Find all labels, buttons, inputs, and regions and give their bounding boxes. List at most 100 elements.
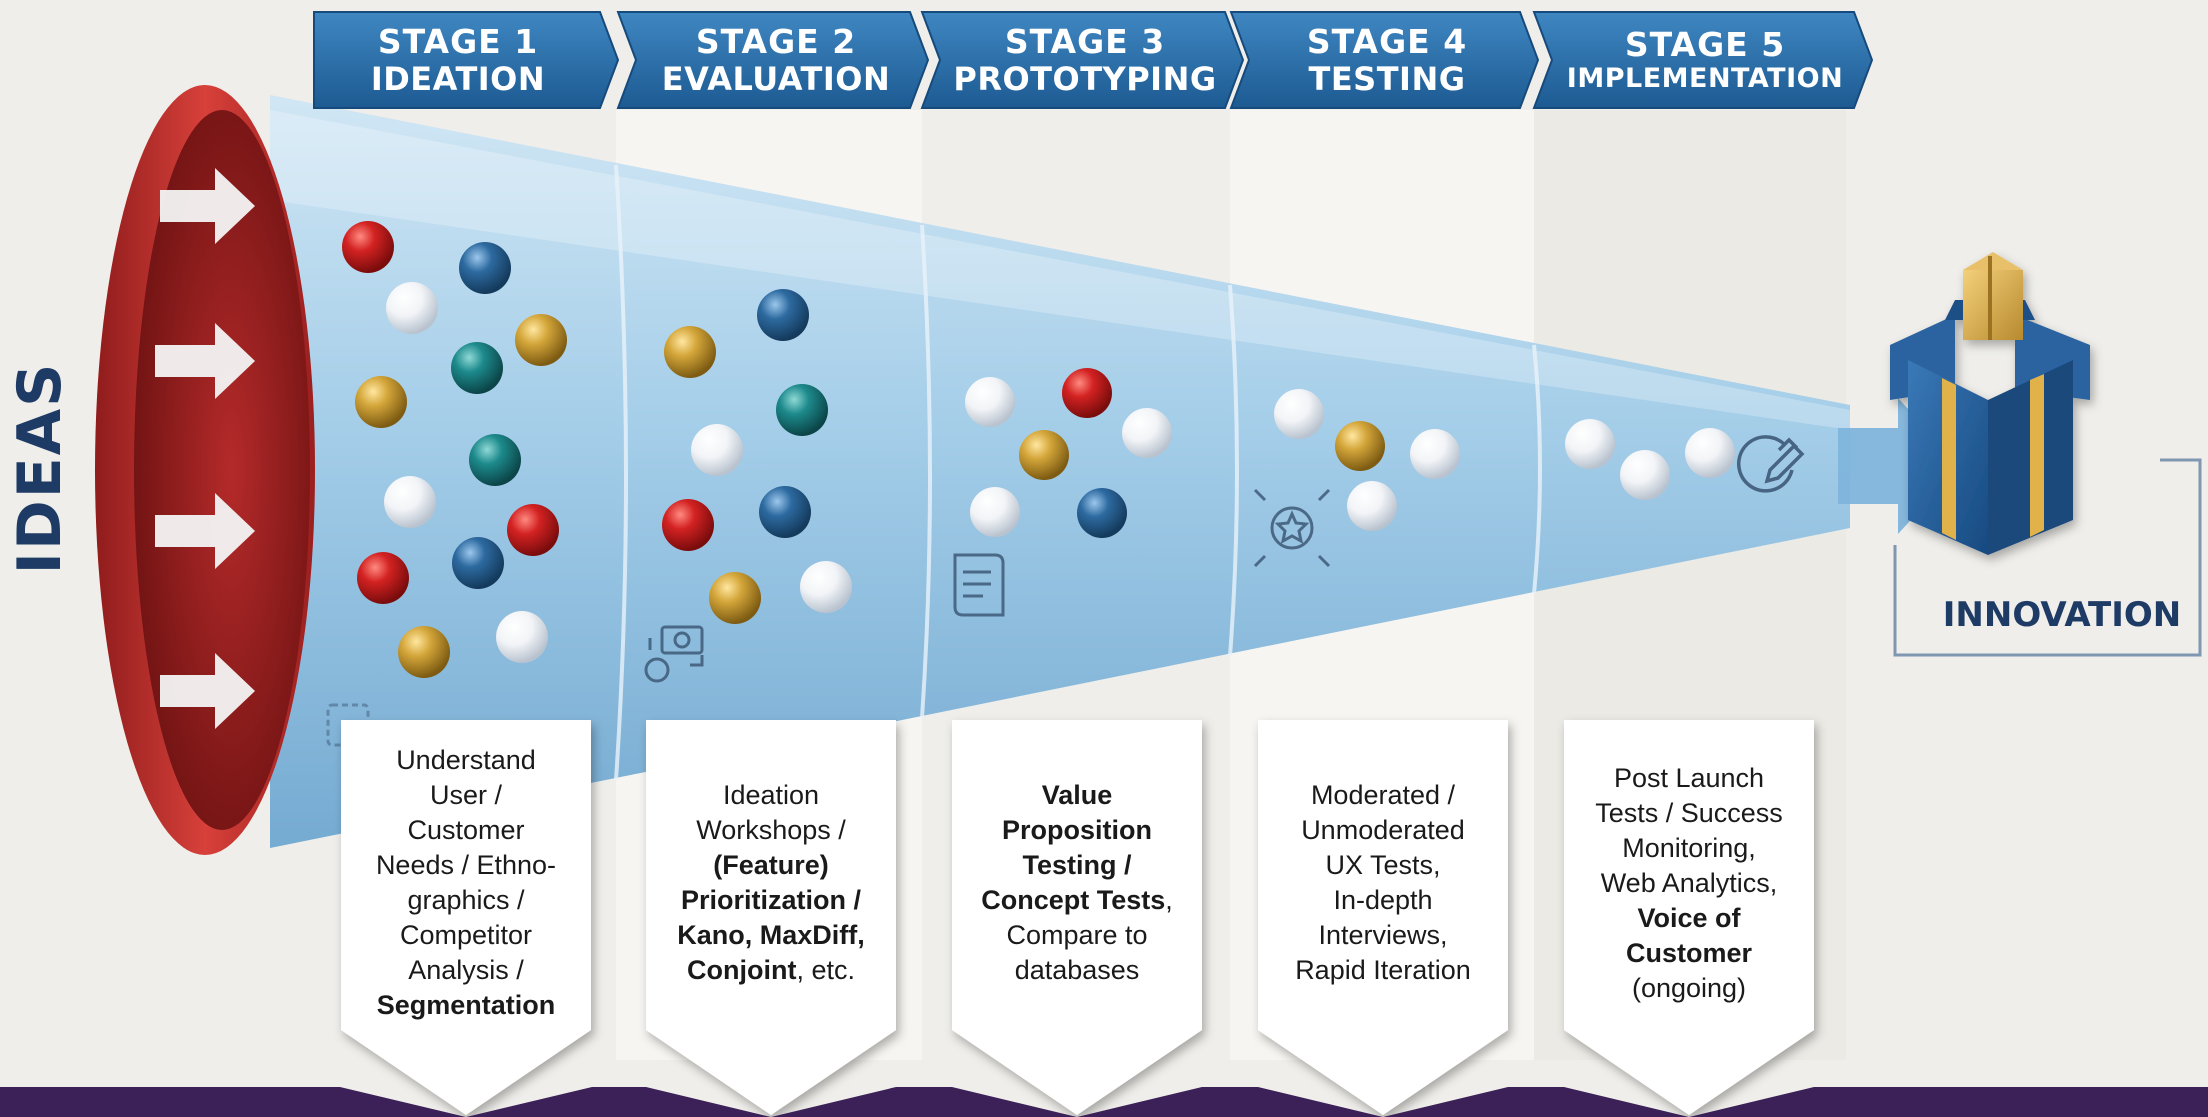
stage-5-name: IMPLEMENTATION [1566, 63, 1844, 95]
card-line: Workshops / [677, 813, 865, 848]
card-line-suffix: , etc. [796, 955, 855, 985]
card-line-text: Proposition [1001, 815, 1152, 845]
idea-ball [496, 611, 548, 663]
idea-ball [507, 504, 559, 556]
card-line: Rapid Iteration [1295, 953, 1471, 988]
idea-ball [664, 326, 716, 378]
money-icon [644, 625, 704, 683]
entry-arrows [155, 168, 255, 729]
card-line: Understand [376, 743, 556, 778]
card-line: User / [376, 778, 556, 813]
idea-ball [757, 289, 809, 341]
idea-ball [970, 487, 1020, 537]
card-line-text: Workshops / [696, 815, 846, 845]
idea-ball [965, 377, 1015, 427]
card-line-text: In-depth [1333, 885, 1433, 915]
card-line-text: Competitor [399, 920, 533, 950]
idea-ball [452, 537, 504, 589]
entry-arrow-icon [160, 653, 255, 729]
card-line-text: Kano, MaxDiff, [677, 920, 865, 950]
idea-ball [691, 424, 743, 476]
entry-arrow-icon [155, 323, 255, 399]
stage-2-name: EVALUATION [661, 59, 891, 98]
funnel-divider-4 [1532, 344, 1542, 595]
card-line: Voice of [1595, 901, 1783, 936]
stage-2-number: STAGE 2 [695, 21, 857, 61]
card-line-text: Compare to [1006, 920, 1148, 950]
output-arrow-icon [1838, 398, 1960, 534]
card-line-text: Voice of [1637, 902, 1741, 933]
card-line: Conjoint, etc. [677, 953, 865, 988]
card-line: Unmoderated [1295, 813, 1471, 848]
card-line-text: Understand [396, 745, 536, 775]
card-line-text: databases [1014, 955, 1140, 985]
stage-1-banner: STAGE 1 IDEATION [318, 14, 598, 106]
stage-3-number: STAGE 3 [1004, 21, 1166, 61]
callout-card-shape [952, 720, 1202, 1115]
idea-ball [451, 342, 503, 394]
idea-ball [1335, 421, 1385, 471]
idea-ball [1685, 428, 1735, 478]
stage-banners [313, 11, 1874, 109]
funnel-divider-2 [920, 224, 932, 719]
idea-ball [1077, 488, 1127, 538]
idea-ball [1274, 389, 1324, 439]
card-line: UX Tests, [1295, 848, 1471, 883]
stage-banner-shape [313, 11, 620, 109]
callout-card-shape [1258, 720, 1508, 1115]
card-line: databases [981, 953, 1173, 988]
card-line-text: Unmoderated [1301, 815, 1465, 845]
callout-card-shape [1564, 720, 1814, 1115]
card-line-text: Customer [1625, 937, 1752, 968]
edit-cycle-icon [1737, 435, 1805, 493]
card-line-text: Segmentation [376, 990, 556, 1020]
card-line-text: Customer [407, 815, 525, 845]
card-line: (Feature) [677, 848, 865, 883]
stage-1-name: IDEATION [370, 59, 546, 98]
idea-ball [515, 314, 567, 366]
card-line-text: (Feature) [713, 850, 829, 880]
card-line-text: UX Tests, [1325, 850, 1441, 880]
funnel-divider-1 [614, 164, 628, 781]
idea-ball [759, 486, 811, 538]
card-line-text: Conjoint [686, 955, 797, 985]
footer-band [0, 1087, 2208, 1117]
card-line-text: Testing / [1022, 850, 1132, 880]
entry-arrow-icon [160, 168, 255, 244]
card-line-text: Prioritization / [680, 885, 861, 915]
card-line: graphics / [376, 883, 556, 918]
card-line-text: Ideation [722, 780, 820, 810]
star-network-icon [1253, 488, 1331, 568]
callout-cards [341, 720, 1814, 1115]
idea-ball [357, 552, 409, 604]
card-line: Kano, MaxDiff, [677, 918, 865, 953]
card-line-text: Rapid Iteration [1295, 955, 1471, 985]
card-line-text: Interviews, [1318, 920, 1448, 950]
idea-ball [800, 561, 852, 613]
stage-5-banner: STAGE 5 IMPLEMENTATION [1552, 14, 1858, 106]
card-line: Tests / Success [1595, 796, 1783, 831]
card-line: Ideation [677, 778, 865, 813]
card-line-text: Analysis / [408, 955, 524, 985]
card-line-text: User / [429, 780, 502, 810]
stage-3-name: PROTOTYPING [953, 59, 1217, 98]
idea-ball [662, 499, 714, 551]
card-line: Testing / [981, 848, 1173, 883]
stage-1-number: STAGE 1 [377, 21, 539, 61]
card-line-text: Value [1041, 780, 1113, 810]
stage-4-number: STAGE 4 [1306, 21, 1468, 61]
card-line: (ongoing) [1595, 971, 1783, 1006]
idea-ball [1347, 481, 1397, 531]
card-line: Competitor [376, 918, 556, 953]
card-line: Web Analytics, [1595, 866, 1783, 901]
card-line-text: Tests / Success [1595, 797, 1783, 828]
card-line: Interviews, [1295, 918, 1471, 953]
card-line-text: Needs / Ethno- [375, 850, 557, 880]
